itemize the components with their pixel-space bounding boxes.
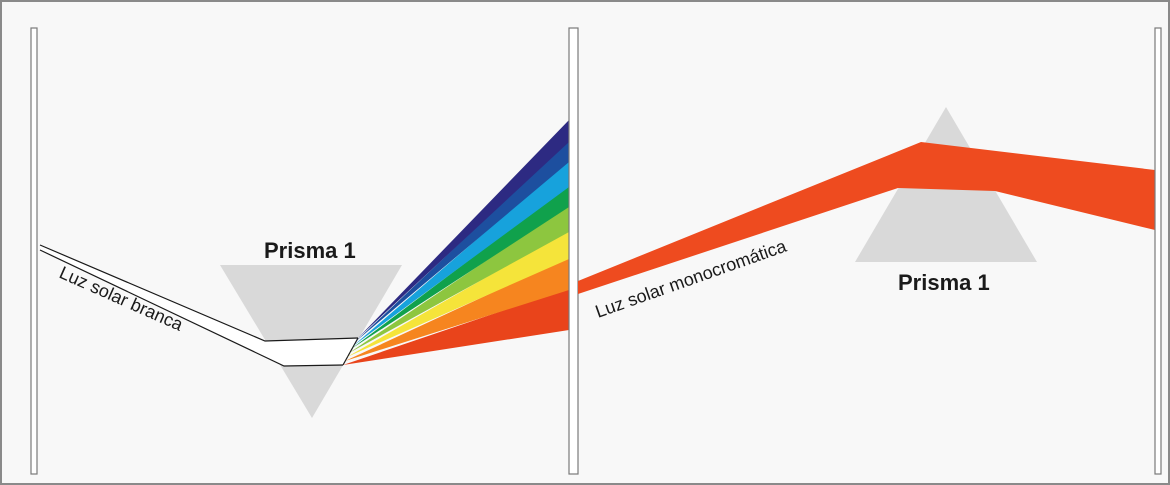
left-panel: Prisma 1 Luz solar branca [30, 27, 569, 475]
spectrum-fan [343, 120, 569, 365]
left-wall [30, 27, 38, 475]
monochromatic-beam [578, 142, 1155, 294]
white-light-ray-top [39, 244, 359, 342]
spectrum-band-violet [358, 120, 569, 338]
right-wall [1154, 27, 1162, 475]
white-light-beam [40, 245, 358, 366]
right-prism-label: Prisma 1 [898, 270, 990, 295]
middle-wall [568, 27, 579, 475]
prism-exit-face [342, 337, 359, 366]
left-prism-label: Prisma 1 [264, 238, 356, 263]
white-light-ray-bottom [39, 249, 344, 367]
